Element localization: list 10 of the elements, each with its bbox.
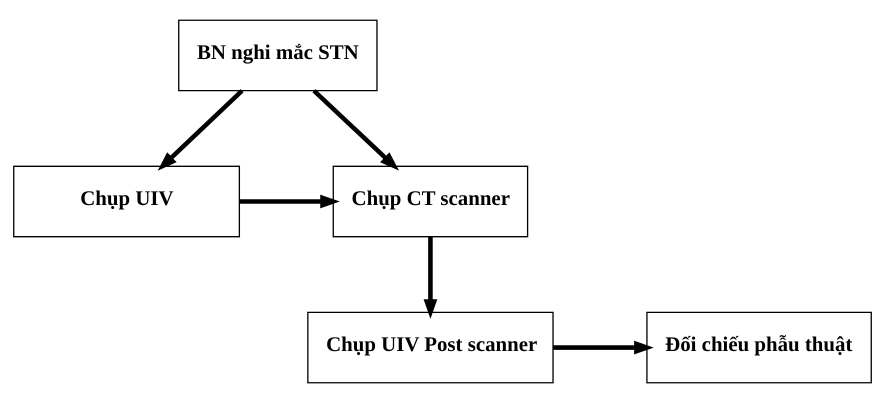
arrow xyxy=(158,88,244,170)
node-box: Đối chiếu phẫu thuật xyxy=(646,311,872,383)
node-box: Chụp UIV Post scanner xyxy=(307,311,554,383)
arrow xyxy=(240,194,340,208)
arrow xyxy=(553,340,654,354)
node-box: Chụp CT scanner xyxy=(332,165,528,237)
node-box: BN nghi mắc STN xyxy=(178,19,378,91)
arrow xyxy=(312,88,400,170)
arrow xyxy=(424,236,438,318)
node-box: Chụp UIV xyxy=(13,165,240,237)
